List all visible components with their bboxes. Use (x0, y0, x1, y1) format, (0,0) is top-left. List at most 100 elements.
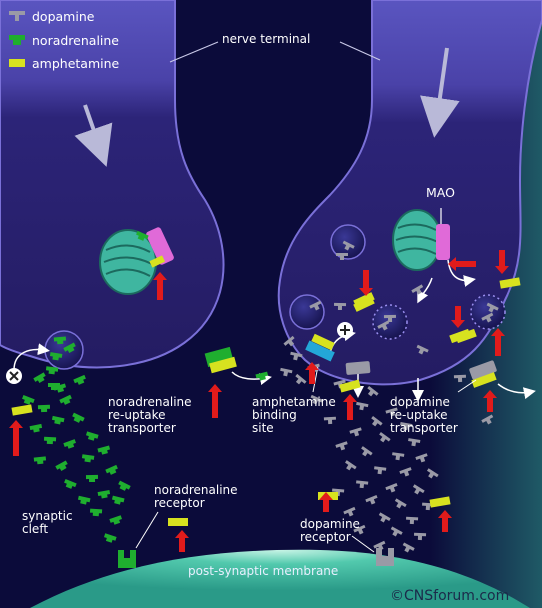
noradrenaline-molecule (73, 374, 86, 385)
dopamine-molecule (414, 532, 427, 541)
noradrenaline-molecule (64, 478, 77, 489)
dopamine-molecule (373, 540, 386, 551)
dopamine-molecule (280, 367, 293, 377)
label-nerve-terminal: nerve terminal (222, 32, 311, 46)
dopamine-molecule (374, 466, 387, 475)
postsynaptic-membrane (30, 549, 530, 608)
noradrenaline-molecule (136, 230, 149, 241)
red-increase-arrow (451, 306, 465, 328)
noradrenaline-molecule (33, 456, 47, 465)
red-increase-arrow (319, 492, 333, 512)
red-increase-arrow (9, 420, 23, 456)
red-increase-arrow (175, 530, 189, 552)
dopamine-molecule (416, 344, 429, 355)
legend-item-amphetamine: amphetamine (8, 55, 119, 71)
mitochondrion-left (99, 229, 157, 295)
dopamine-molecule (333, 379, 346, 389)
red-arrow-layer (9, 250, 509, 552)
dopamine-molecule (343, 506, 356, 517)
red-increase-arrow (153, 272, 167, 300)
noradrenaline-molecule (43, 436, 57, 445)
noradrenaline-molecule (77, 495, 91, 505)
dopamine-molecule (335, 441, 348, 451)
dopamine-molecule (399, 467, 412, 477)
left-nerve-terminal (0, 0, 225, 369)
noradrenaline-molecule (85, 474, 99, 483)
plus-symbol (337, 322, 353, 338)
dopamine-molecule (390, 526, 403, 537)
dopamine-molecule (295, 373, 307, 385)
amphetamine-molecule (11, 404, 33, 416)
dopamine-molecule (383, 314, 396, 323)
noradrenaline-molecule (22, 395, 35, 405)
vesicle (289, 294, 325, 330)
amphetamine-binding-site (305, 333, 335, 362)
amphetamine-molecule (353, 292, 375, 308)
pointer-line-left (169, 41, 219, 63)
noradrenaline-molecule (118, 480, 131, 491)
red-increase-arrow (483, 390, 497, 412)
label-postsynaptic-membrane: post-synaptic membrane (188, 564, 339, 578)
label-mao: MAO (426, 185, 455, 200)
dopamine-molecule (379, 432, 391, 443)
red-increase-arrow (359, 270, 373, 296)
noradrenaline-molecule (29, 423, 43, 433)
noradrenaline-molecule (45, 366, 59, 375)
noradrenaline-molecule (103, 533, 117, 543)
dopamine-molecule (385, 407, 398, 417)
dopamine-transporter (345, 361, 371, 375)
amphetamine-molecule (429, 496, 451, 508)
noradrenaline-molecule (59, 394, 72, 405)
noradrenaline-molecule (109, 515, 122, 525)
dopamine-molecule (283, 335, 295, 347)
vesicle (330, 224, 366, 260)
noradrenaline-molecule (81, 454, 95, 463)
noradrenaline-transporter (204, 346, 237, 374)
legend-item-dopamine: dopamine (8, 8, 94, 24)
dopamine-molecule (342, 240, 355, 251)
red-increase-arrow (495, 250, 509, 274)
pointer-line-binding-site (312, 365, 319, 393)
pointer-line-da-receptor (351, 535, 375, 553)
noradrenaline-molecule (89, 508, 103, 517)
red-increase-arrow (448, 257, 476, 271)
noradrenaline-icon (9, 35, 25, 45)
noradrenaline-molecule (53, 336, 67, 345)
pointer-line-na-receptor (135, 511, 159, 549)
label-synaptic-cleft: synaptic cleft (22, 509, 73, 536)
noradrenaline-molecule (49, 352, 63, 361)
dopamine-molecule (332, 488, 345, 497)
dopamine-molecule (481, 312, 494, 323)
vesicle-dissolving (470, 294, 506, 330)
noradrenaline-molecule (97, 490, 111, 499)
dopamine-molecule (371, 415, 383, 427)
noradrenaline-molecule (105, 464, 118, 475)
dopamine-molecule (402, 542, 415, 553)
dopamine-molecule (412, 484, 425, 495)
red-increase-arrow (208, 384, 222, 418)
legend-item-noradrenaline: noradrenaline (8, 32, 119, 48)
dopamine-molecule (349, 427, 362, 437)
dopamine-molecule (408, 438, 421, 447)
flow-arrow-right (420, 47, 460, 138)
dopamine-transporter-amphetamine (471, 372, 497, 388)
dopamine-molecule (290, 351, 303, 361)
label-dopamine-transporter: dopamine re-uptake transporter (390, 395, 458, 435)
noradrenaline-receptor (118, 550, 136, 568)
dopamine-molecule (323, 416, 336, 425)
mao-left-amphetamine (149, 255, 166, 268)
legend-label-amphetamine: amphetamine (32, 55, 120, 71)
label-noradrenaline-receptor: noradrenaline receptor (154, 483, 238, 510)
dopamine-molecule (378, 512, 391, 523)
dopamine-molecule (365, 494, 378, 505)
dopamine-molecule (406, 516, 419, 525)
dopamine-molecule (310, 394, 323, 405)
dopamine-molecule (453, 374, 466, 383)
dopamine-molecule (481, 414, 494, 425)
noradrenaline-molecule (37, 404, 51, 413)
mao-enzyme-right (436, 224, 450, 260)
amphetamine-icon (9, 59, 25, 67)
dopamine-molecule (345, 460, 357, 471)
dopamine-molecule (356, 401, 369, 411)
mao-arrow-2 (417, 277, 433, 304)
